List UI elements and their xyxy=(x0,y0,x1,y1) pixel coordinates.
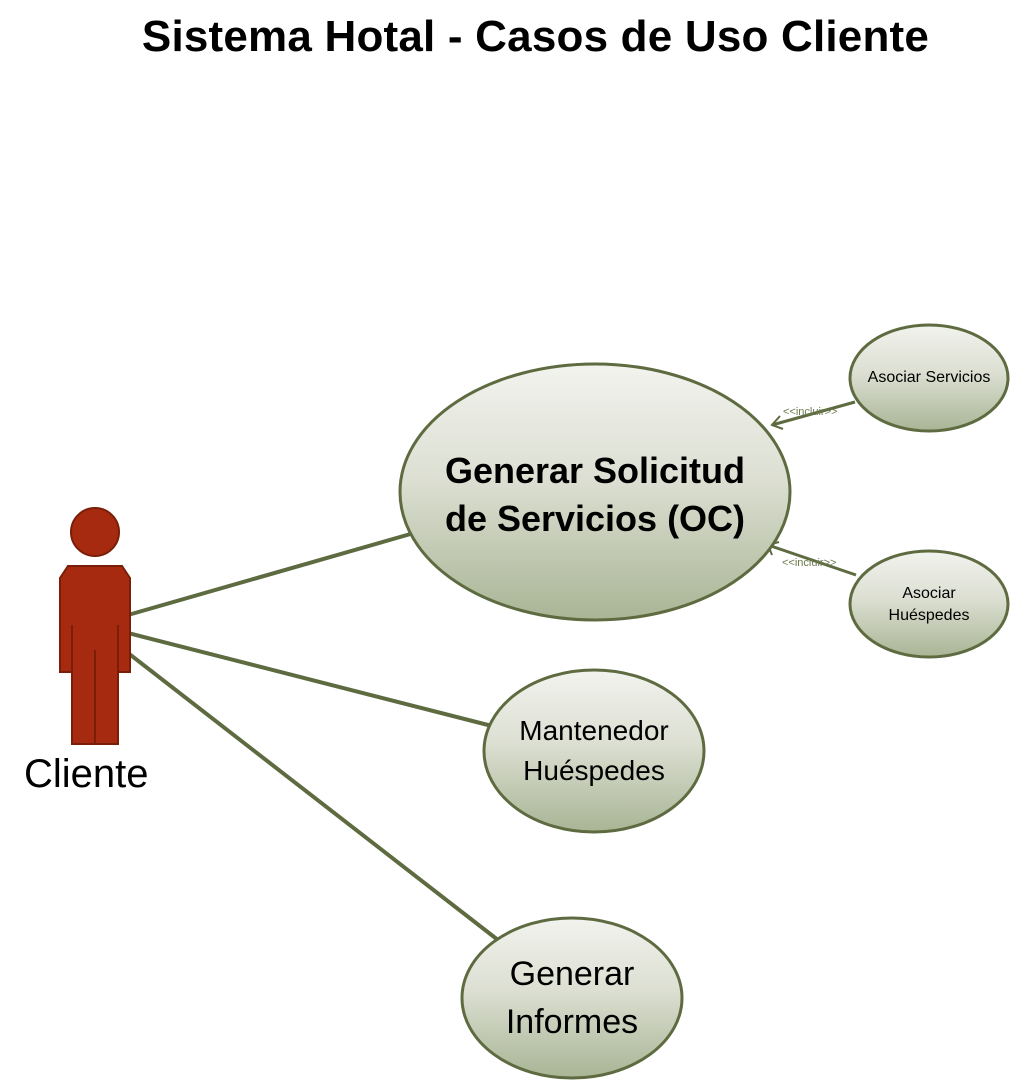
diagram-title: Sistema Hotal - Casos de Uso Cliente xyxy=(141,12,930,61)
association-line-mantenedor xyxy=(127,631,493,728)
include-line-huespedes xyxy=(767,543,857,577)
include-arrowhead-servicios xyxy=(770,415,784,430)
include-label-huespedes: <<incluir>> xyxy=(782,557,836,569)
association-line-informes xyxy=(126,651,500,942)
actor-cliente-figure[interactable] xyxy=(59,507,131,745)
include-label-servicios: <<incluir>> xyxy=(783,406,837,418)
actor-label: Cliente xyxy=(24,752,149,796)
include-line-servicios xyxy=(771,400,856,427)
use-case-generar-informes[interactable] xyxy=(460,916,684,1080)
use-case-asociar-servicios[interactable] xyxy=(848,323,1010,433)
association-line-main xyxy=(127,531,415,617)
actor-head xyxy=(70,507,120,557)
use-case-generar-solicitud[interactable] xyxy=(398,362,792,622)
use-case-mantenedor-huespedes[interactable] xyxy=(482,668,706,834)
use-case-asociar-huespedes[interactable] xyxy=(848,549,1010,659)
